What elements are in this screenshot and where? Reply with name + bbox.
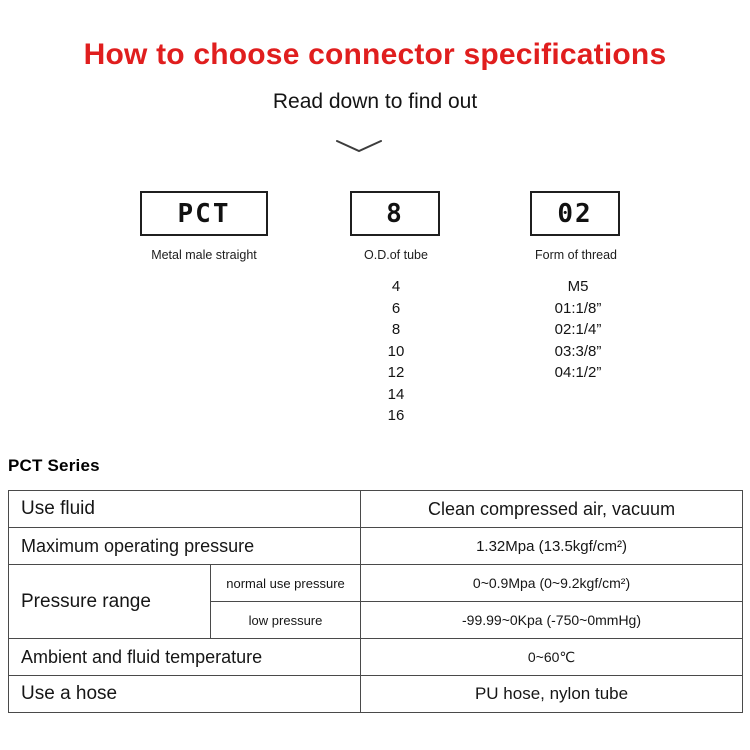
tube-od-option: 16 [387,407,405,424]
table-row: low pressure -99.99~0Kpa (-750~0mmHg) [9,601,744,639]
temperature-label: Ambient and fluid temperature [7,638,362,676]
low-pressure-label: low pressure [209,601,362,639]
tube-od-option: 14 [387,385,405,403]
code-thread-text: 02 [557,198,593,229]
page-title: How to choose connector specifications [83,38,667,71]
thread-option: 03:3/8” [554,342,602,360]
code-series-text: PCT [177,198,231,229]
label-series: Metal male straight [151,248,257,262]
max-pressure-value: 1.32Mpa (13.5kgf/cm²) [360,527,744,565]
code-tube-od-text: 8 [386,198,404,229]
thread-option: 04:1/2” [554,364,602,381]
tube-od-option: 12 [387,364,405,381]
label-tube-od: O.D.of tube [364,248,428,262]
normal-pressure-label: normal use pressure [209,564,362,602]
thread-options-list: M5 01:1/8” 02:1/4” 03:3/8” 04:1/2” [505,276,651,384]
table-row: Maximum operating pressure 1.32Mpa (13.5… [7,527,744,565]
tube-od-option: 6 [391,299,401,317]
low-pressure-value: -99.99~0Kpa (-750~0mmHg) [360,601,744,639]
temperature-value: 0~60℃ [360,638,744,676]
thread-option: M5 [567,278,589,295]
table-row: Pressure range normal use pressure 0~0.9… [8,564,744,639]
label-thread: Form of thread [535,248,617,262]
page-subtitle: Read down to find out [272,90,478,113]
max-pressure-label: Maximum operating pressure [7,527,362,565]
tube-od-options-list: 4 6 8 10 12 14 16 [350,276,442,427]
tube-od-option: 8 [391,321,401,338]
thread-option: 02:1/4” [554,321,602,338]
thread-option: 01:1/8” [554,299,602,317]
hose-value: PU hose, nylon tube [360,675,744,713]
code-box-tube-od: 8 [350,191,440,236]
table-row: Use fluid Clean compressed air, vacuum [7,490,744,528]
use-fluid-label: Use fluid [7,490,362,528]
series-heading: PCT Series [8,456,100,475]
tube-od-option: 4 [391,278,401,295]
code-box-thread: 02 [530,191,620,236]
table-row: Use a hose PU hose, nylon tube [7,675,744,713]
pressure-range-label: Pressure range [8,564,211,639]
hose-label: Use a hose [7,675,362,713]
use-fluid-value: Clean compressed air, vacuum [360,490,744,528]
table-row: Ambient and fluid temperature 0~60℃ [7,638,744,676]
code-box-series: PCT [140,191,268,236]
chevron-down-icon [336,140,382,153]
normal-pressure-value: 0~0.9Mpa (0~9.2kgf/cm²) [360,564,744,602]
tube-od-option: 10 [387,342,405,360]
spec-table: Use fluid Clean compressed air, vacuum M… [7,490,744,713]
